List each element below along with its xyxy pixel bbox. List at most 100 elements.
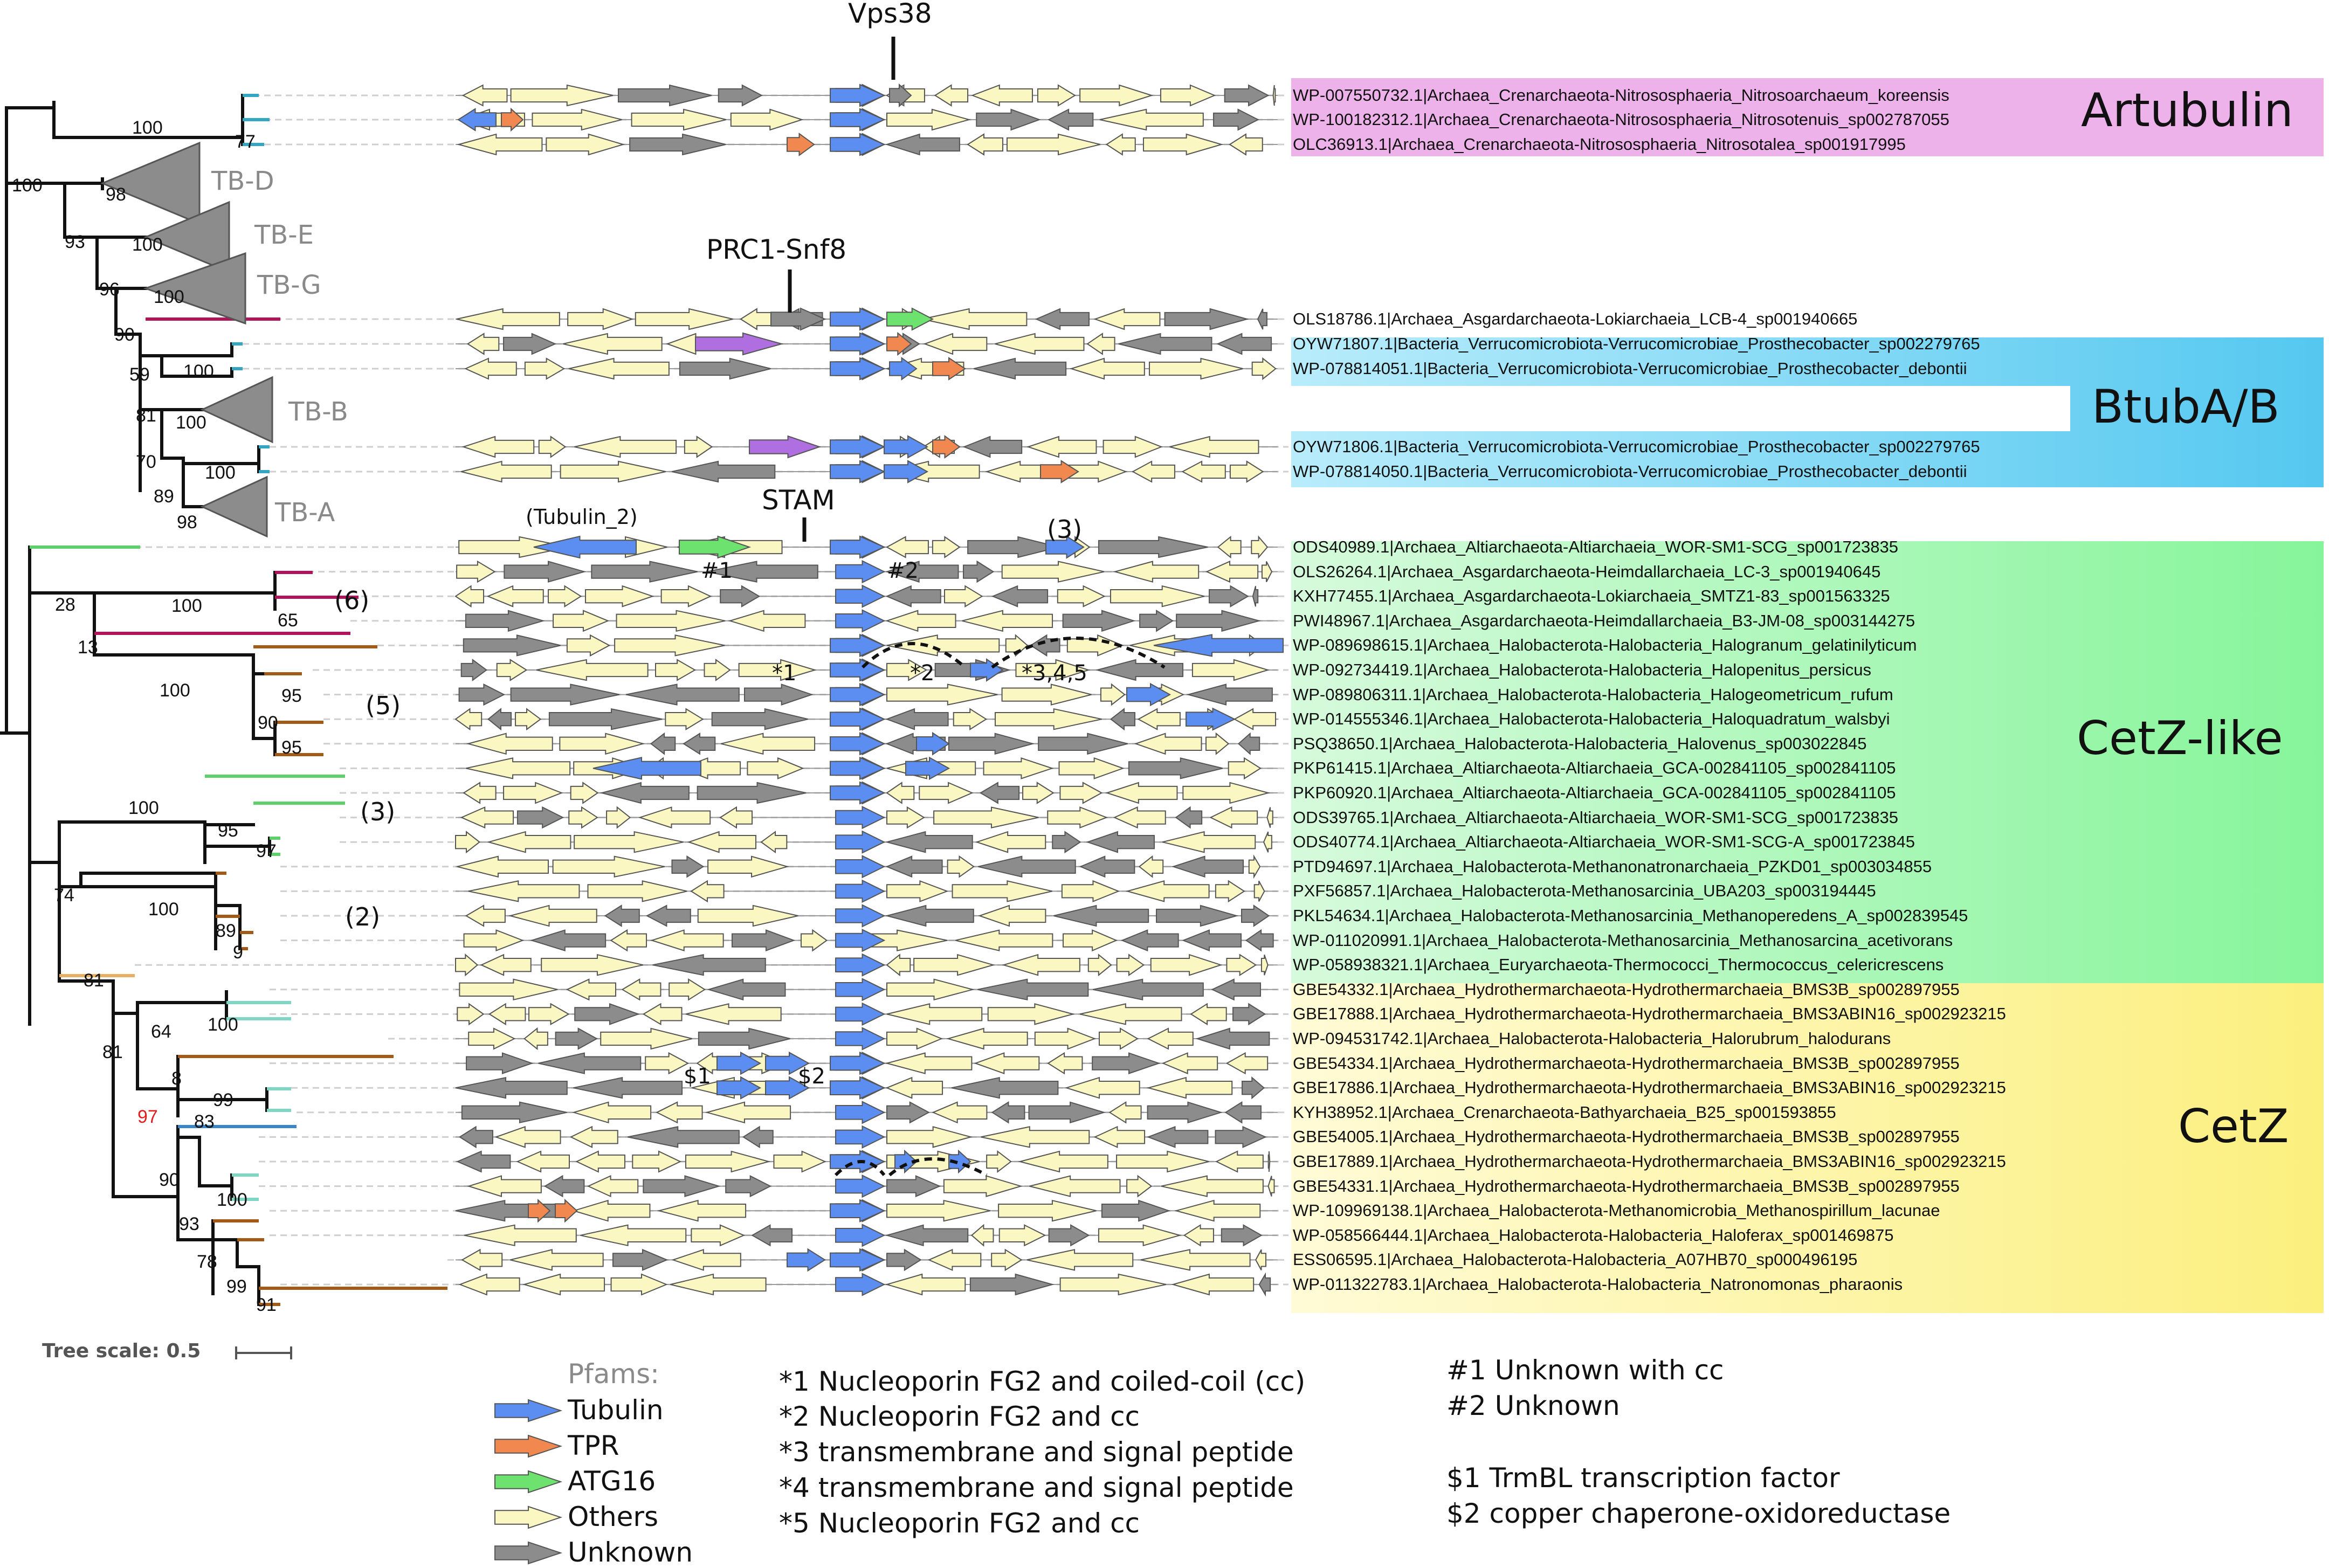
gene-arrow	[466, 1052, 534, 1075]
gene-arrow	[455, 1076, 568, 1099]
annot-s345: *3,4,5	[1022, 661, 1087, 686]
gene-arrow	[1195, 1027, 1270, 1050]
collapsed-clade-triangle	[100, 141, 201, 225]
count-6: (6)	[334, 586, 369, 615]
gene-arrow	[567, 308, 634, 330]
gene-arrow	[1248, 854, 1261, 879]
gene-arrow	[568, 357, 670, 380]
bootstrap-value: 95	[218, 820, 238, 841]
gene-arrow	[1237, 732, 1260, 756]
gene-arrow	[830, 756, 886, 780]
gene-arrow	[1059, 782, 1103, 804]
gene-arrow	[457, 133, 543, 156]
gene-arrow	[553, 610, 610, 632]
legend-atg16: ATG16	[568, 1466, 656, 1497]
gene-arrow	[830, 1076, 886, 1100]
dashed-arc	[834, 1160, 886, 1177]
gene-arrow	[991, 1248, 1023, 1272]
gene-arrow	[728, 610, 806, 632]
gene-arrow	[461, 1101, 567, 1124]
gene-arrow	[970, 1224, 994, 1247]
footnote-star1: *1 Nucleoporin FG2 and coiled-coil (cc)	[779, 1366, 1306, 1397]
gene-arrow	[679, 535, 752, 559]
bootstrap-value: 77	[235, 132, 256, 152]
band-btuba-b-gap	[1291, 386, 2070, 431]
gene-arrow	[1162, 831, 1256, 853]
gene-arrow	[835, 1273, 886, 1296]
gene-arrow	[1099, 108, 1204, 131]
gene-arrow	[948, 733, 1035, 755]
gene-arrow	[1066, 634, 1124, 657]
gene-arrow	[1034, 1027, 1097, 1050]
gene-arrow	[541, 954, 644, 976]
gene-arrow	[456, 560, 496, 583]
annot-s1: *1	[772, 661, 796, 686]
gene-arrow	[886, 954, 911, 977]
gene-arrow	[524, 357, 566, 380]
phylogenetic-tree	[0, 94, 277, 1306]
gene-arrow	[691, 1224, 746, 1247]
gene-arrow	[1257, 308, 1267, 330]
gene-arrow	[515, 708, 542, 731]
accession-label: WP-058938321.1|Archaea_Euryarchaeota-The…	[1293, 955, 1944, 975]
gene-arrow	[1126, 682, 1172, 707]
gene-arrow	[1059, 1273, 1167, 1296]
annot-tubulin2: (Tubulin_2)	[526, 505, 638, 529]
gene-arrow	[574, 831, 684, 853]
footnote-dollar2: $2 copper chaperone-oxidoreductase	[1446, 1498, 1951, 1529]
gene-arrow	[547, 585, 582, 608]
gene-arrow	[933, 806, 1039, 828]
gene-arrow	[1208, 585, 1249, 607]
gene-arrow	[886, 880, 949, 902]
gene-arrow	[1267, 1176, 1275, 1197]
gene-arrow	[536, 659, 649, 681]
gene-arrow	[886, 1101, 930, 1124]
gene-arrow	[830, 108, 886, 132]
accession-label: GBE54332.1|Archaea_Hydrothermarchaeota-H…	[1293, 979, 1960, 999]
gene-arrow	[657, 1199, 747, 1222]
gene-arrow	[835, 1027, 886, 1051]
gene-arrow	[1181, 460, 1226, 483]
gene-arrow	[575, 1150, 625, 1173]
gene-arrow	[1126, 1175, 1153, 1198]
gene-arrow	[1047, 1052, 1083, 1075]
gene-arrow	[1147, 1027, 1194, 1050]
bootstrap-value: 90	[159, 1170, 180, 1190]
gene-arrow	[683, 732, 716, 755]
bootstrap-value: 81	[136, 405, 156, 426]
gene-arrow	[886, 1248, 922, 1272]
gene-arrow	[638, 806, 711, 828]
gene-arrow	[830, 307, 886, 331]
accession-label: PTD94697.1|Archaea_Halobacterota-Methano…	[1293, 856, 1932, 876]
gene-arrow	[974, 1052, 1040, 1075]
bootstrap-value: 28	[55, 595, 75, 615]
gene-arrow	[568, 806, 598, 829]
gene-arrow	[884, 460, 929, 483]
gene-arrow	[1047, 108, 1094, 131]
gene-arrow	[455, 954, 479, 977]
gene-arrow	[1217, 535, 1242, 559]
gene-arrow	[1098, 1224, 1182, 1247]
gene-arrow	[835, 1002, 886, 1026]
gene-arrow	[711, 708, 809, 730]
gene-arrow	[800, 929, 828, 952]
gene-arrow	[830, 1199, 886, 1222]
accession-label: PSQ38650.1|Archaea_Halobacterota-Halobac…	[1293, 734, 1867, 753]
gene-arrow	[751, 1224, 793, 1247]
accession-label: ODS39765.1|Archaea_Altiarchaeota-Altiarc…	[1293, 807, 1898, 827]
gene-arrow	[1048, 1224, 1090, 1247]
gene-arrow	[574, 436, 677, 458]
accession-label: PKP61415.1|Archaea_Altiarchaeota-Altiarc…	[1293, 758, 1896, 778]
gene-arrow	[927, 1248, 982, 1271]
gene-arrow	[1272, 85, 1276, 106]
gene-arrow	[1251, 535, 1269, 559]
accession-label: GBE17889.1|Archaea_Hydrothermarchaeota-H…	[1293, 1152, 2006, 1171]
accession-label: WP-007550732.1|Archaea_Crenarchaeota-Nit…	[1293, 86, 1949, 105]
gene-arrow	[1251, 357, 1277, 381]
gene-arrow	[830, 658, 886, 682]
gene-arrow	[1260, 954, 1269, 976]
arc-annotations	[834, 637, 1166, 1177]
gene-arrow	[953, 708, 988, 731]
gene-arrow	[886, 978, 975, 1001]
bootstrap-value: 100	[132, 118, 163, 138]
